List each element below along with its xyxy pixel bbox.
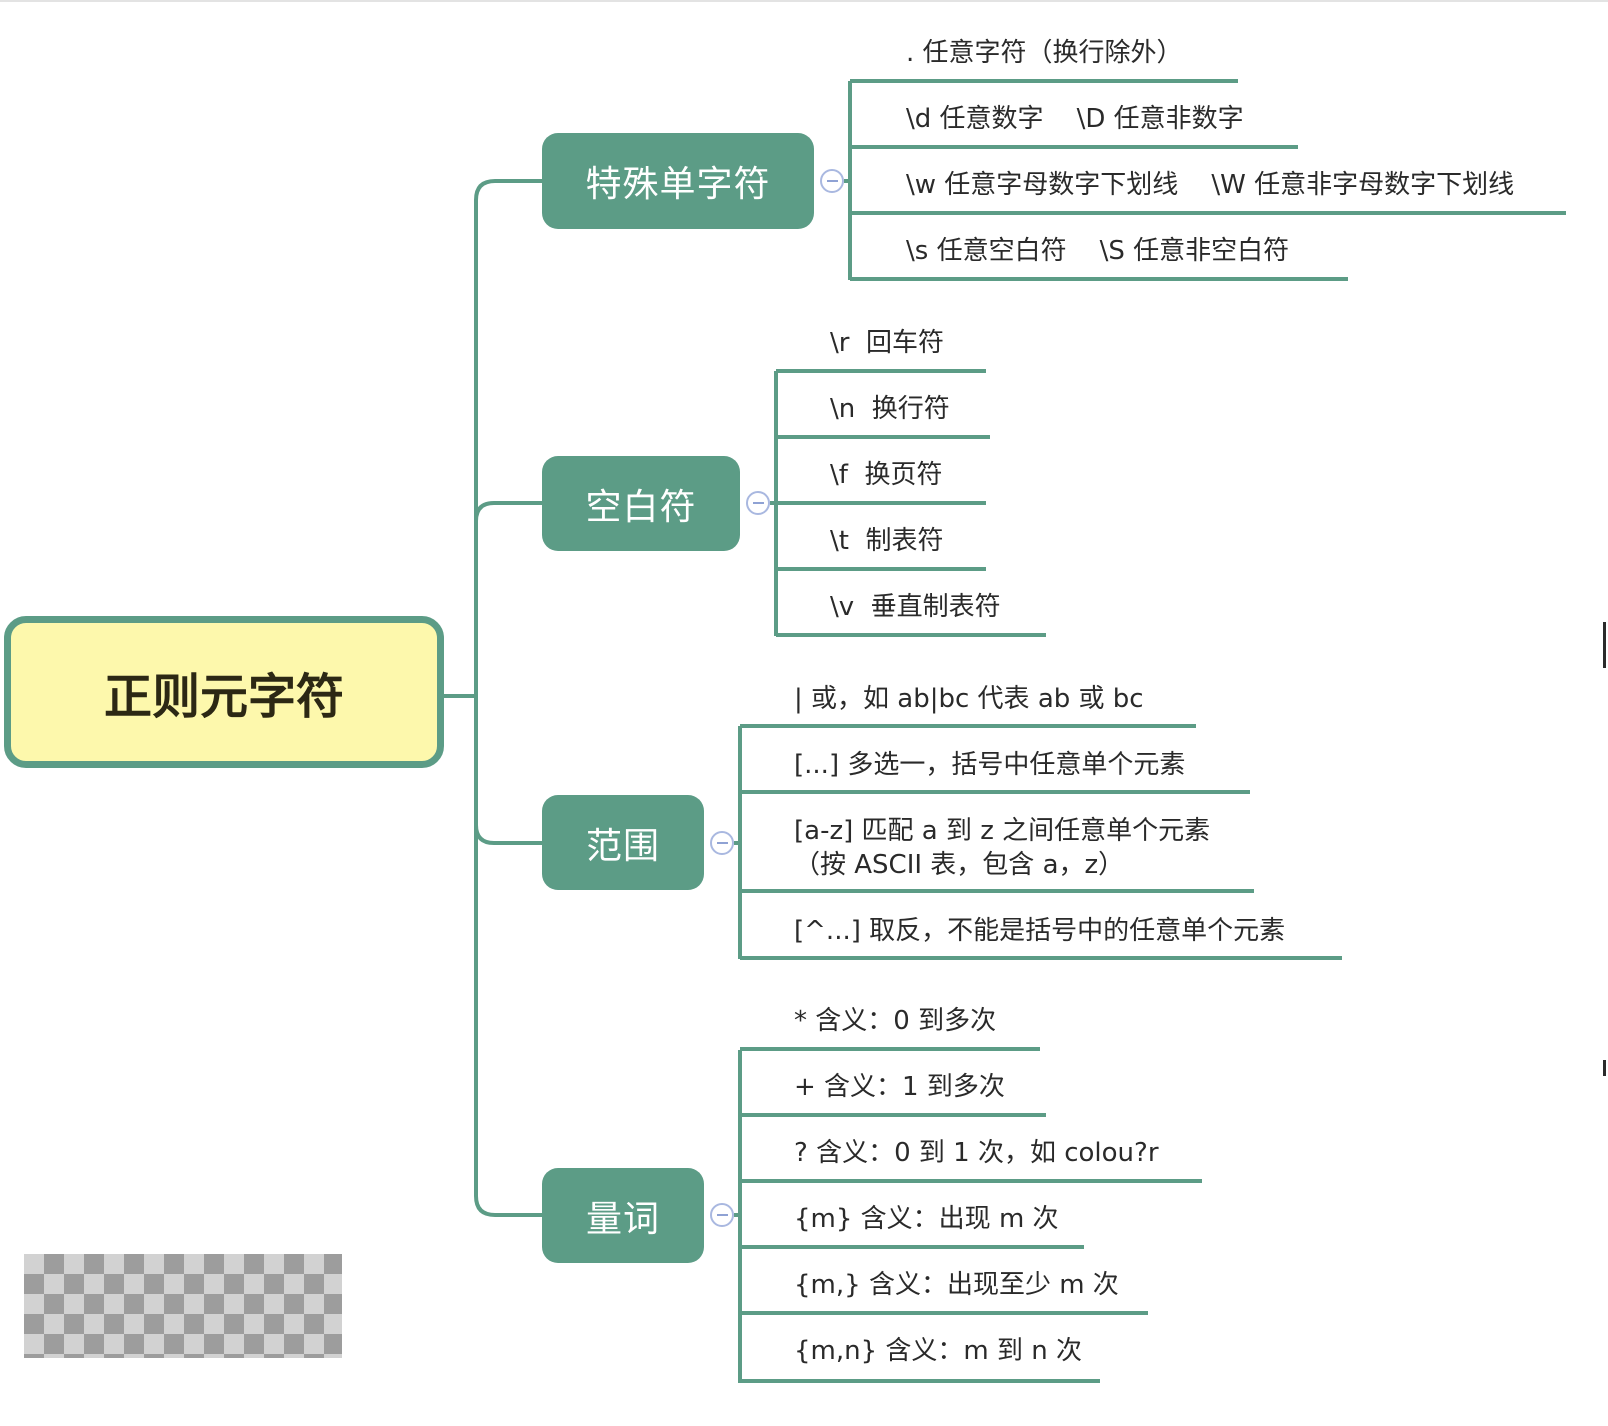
leaf-item[interactable]: [^...] 取反，不能是括号中的任意单个元素: [794, 916, 1286, 946]
collapse-toggle-icon[interactable]: [710, 831, 734, 855]
right-edge-mark: [1603, 1060, 1606, 1076]
collapse-toggle-icon[interactable]: [710, 1203, 734, 1227]
right-edge-mark: [1603, 622, 1606, 668]
leaf-item[interactable]: \d 任意数字 \D 任意非数字: [906, 104, 1244, 134]
leaf-underline: [740, 1113, 1046, 1117]
leaf-underline: [850, 79, 1238, 83]
topic-quantifier[interactable]: 量词: [542, 1168, 704, 1263]
leaf-underline: [740, 889, 1254, 893]
topic-label: 特殊单字符: [585, 164, 771, 205]
leaf-item[interactable]: {m,n} 含义：m 到 n 次: [794, 1336, 1083, 1366]
leaf-underline: [776, 567, 986, 571]
topic-label: 范围: [585, 825, 660, 867]
leaf-item[interactable]: \f 换页符: [830, 460, 943, 490]
leaf-underline: [740, 1047, 1040, 1051]
leaf-underline: [740, 790, 1250, 794]
topic-range[interactable]: 范围: [542, 795, 704, 890]
topic-whitespace[interactable]: 空白符: [542, 456, 740, 551]
leaf-item[interactable]: \n 换行符: [830, 394, 950, 424]
topic-label: 空白符: [585, 486, 697, 528]
leaf-underline: [740, 1179, 1202, 1183]
leaf-underline: [776, 435, 990, 439]
root-topic-label: 正则元字符: [103, 669, 344, 725]
leaf-item[interactable]: [a-z] 匹配 a 到 z 之间任意单个元素 （按 ASCII 表，包含 a，…: [794, 816, 1211, 880]
leaf-item[interactable]: \s 任意空白符 \S 任意非空白符: [906, 236, 1290, 266]
transparent-image-placeholder: [24, 1254, 342, 1358]
leaf-underline: [776, 369, 986, 373]
leaf-item[interactable]: \v 垂直制表符: [830, 592, 1001, 622]
leaf-item[interactable]: {m} 含义：出现 m 次: [794, 1204, 1059, 1234]
topic-special-single-char[interactable]: 特殊单字符: [542, 133, 814, 229]
leaf-item[interactable]: | 或，如 ab|bc 代表 ab 或 bc: [794, 684, 1144, 714]
trunk-connector-quantifier: [474, 696, 542, 1217]
leaf-item[interactable]: [...] 多选一，括号中任意单个元素: [794, 750, 1186, 780]
leaf-underline: [776, 633, 1046, 637]
collapse-toggle-icon[interactable]: [746, 491, 770, 515]
collapse-toggle-icon[interactable]: [820, 169, 844, 193]
leaf-underline: [850, 211, 1566, 215]
leaf-underline: [740, 1311, 1148, 1315]
leaf-item[interactable]: + 含义：1 到多次: [794, 1072, 1005, 1102]
leaf-item[interactable]: {m,} 含义：出现至少 m 次: [794, 1270, 1119, 1300]
leaf-underline: [740, 1245, 1084, 1249]
trunk-connector-whitespace: [474, 501, 542, 696]
trunk-connector-range: [474, 696, 542, 845]
leaf-item[interactable]: ? 含义：0 到 1 次，如 colou?r: [794, 1138, 1159, 1168]
leaf-item[interactable]: * 含义：0 到多次: [794, 1006, 997, 1036]
leaf-underline: [850, 277, 1348, 281]
leaf-underline: [740, 724, 1196, 728]
leaf-underline: [850, 145, 1298, 149]
leaf-underline: [740, 1379, 1100, 1383]
leaf-item[interactable]: \w 任意字母数字下划线 \W 任意非字母数字下划线: [906, 170, 1515, 200]
root-topic[interactable]: 正则元字符: [4, 616, 444, 768]
topic-label: 量词: [585, 1198, 660, 1240]
leaf-item[interactable]: . 任意字符（换行除外）: [906, 38, 1183, 68]
leaf-underline: [740, 956, 1342, 960]
leaf-item[interactable]: \r 回车符: [830, 328, 944, 358]
window-top-border: [0, 0, 1608, 2]
leaf-underline: [776, 501, 986, 505]
leaf-item[interactable]: \t 制表符: [830, 526, 944, 556]
trunk-connector-special: [474, 179, 542, 696]
